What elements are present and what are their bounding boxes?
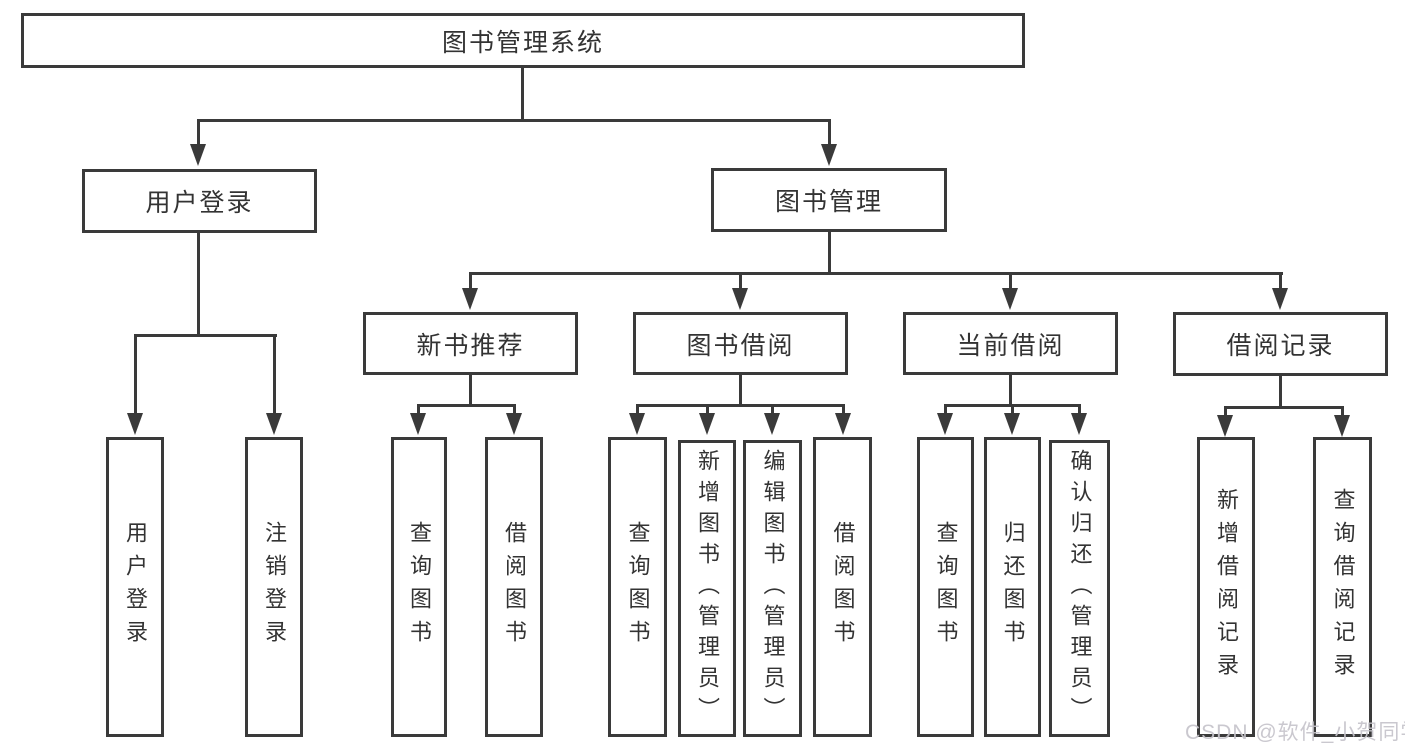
connector-line [1011,404,1014,415]
connector-line [1009,375,1012,407]
node-label: 新增图书（管理员） [695,449,720,728]
connector-line [1078,404,1081,415]
connector-line [469,272,1283,275]
node-label: 借阅记录 [1226,332,1335,360]
connector-line [469,375,472,407]
node-label: 确认归还（管理员） [1067,449,1093,728]
node-current-borrow: 当前借阅 [903,312,1118,375]
leaf-cb-return-books: 归还图书 [984,437,1041,737]
arrow-down-icon [410,413,426,435]
arrow-down-icon [629,413,645,435]
connector-line [828,119,831,146]
connector-line [134,334,137,413]
arrow-down-icon [462,288,478,310]
connector-line [828,232,831,275]
arrow-down-icon [1002,288,1018,310]
arrow-down-icon [1217,415,1233,437]
connector-line [1009,272,1012,290]
connector-line [273,334,276,413]
connector-line [739,375,742,407]
node-label: 借阅图书 [830,521,856,653]
connector-line [842,404,845,415]
leaf-bb-query-books: 查询图书 [608,437,667,737]
leaf-br-query-record: 查询借阅记录 [1313,437,1372,737]
arrow-down-icon [699,413,715,435]
node-label: 新增借阅记录 [1214,488,1239,686]
node-label: 新书推荐 [416,331,525,360]
node-label: 图书借阅 [686,331,795,360]
leaf-bb-add-books-admin: 新增图书（管理员） [678,440,736,737]
connector-line [944,404,947,415]
arrow-down-icon [1004,413,1020,435]
connector-line [417,404,516,407]
leaf-cb-confirm-return-admin: 确认归还（管理员） [1049,440,1110,737]
arrow-down-icon [821,144,837,166]
connector-line [197,119,200,146]
node-label: 查询图书 [625,521,651,653]
connector-line [469,272,472,290]
node-borrow-records: 借阅记录 [1173,312,1388,376]
node-label: 用户登录 [145,189,254,217]
node-book-management: 图书管理 [711,168,947,232]
node-label: 编辑图书（管理员） [760,449,786,728]
connector-line [636,404,639,415]
arrow-down-icon [1272,288,1288,310]
connector-line [1224,406,1344,409]
connector-line [739,272,742,290]
arrow-down-icon [937,413,953,435]
node-label: 图书管理系统 [441,28,604,57]
connector-line [771,404,774,415]
node-label: 图书管理 [774,188,883,216]
node-label: 归还图书 [1000,521,1026,653]
connector-line [417,404,420,415]
arrow-down-icon [1071,413,1087,435]
leaf-logout: 注销登录 [245,437,303,737]
node-label: 注销登录 [262,521,287,653]
node-user-login-group: 用户登录 [82,169,317,233]
node-label: 借阅图书 [502,521,527,653]
connector-line [706,404,709,415]
node-new-book-recommend: 新书推荐 [363,312,578,375]
connector-line [197,119,831,122]
connector-line [197,233,200,337]
leaf-cb-query-books: 查询图书 [917,437,974,737]
node-label: 查询图书 [407,521,432,653]
connector-line [636,404,845,407]
connector-line [521,68,524,122]
leaf-bb-edit-books-admin: 编辑图书（管理员） [743,440,802,737]
connector-line [513,404,516,415]
arrow-down-icon [266,413,282,435]
arrow-down-icon [835,413,851,435]
leaf-nbr-query-books: 查询图书 [391,437,447,737]
arrow-down-icon [127,413,143,435]
leaf-nbr-borrow-books: 借阅图书 [485,437,543,737]
connector-line [1279,272,1282,290]
node-root-system: 图书管理系统 [21,13,1025,68]
connector-line [1341,406,1344,417]
arrow-down-icon [1334,415,1350,437]
arrow-down-icon [506,413,522,435]
connector-line [1279,376,1282,409]
node-book-borrow: 图书借阅 [633,312,848,375]
node-label: 当前借阅 [956,331,1065,360]
leaf-bb-borrow-books: 借阅图书 [813,437,872,737]
node-label: 查询图书 [933,521,959,653]
node-label: 用户登录 [123,521,148,653]
leaf-user-login: 用户登录 [106,437,164,737]
node-label: 查询借阅记录 [1330,488,1356,686]
connector-line [1224,406,1227,417]
leaf-br-add-record: 新增借阅记录 [1197,437,1255,737]
arrow-down-icon [190,144,206,166]
arrow-down-icon [732,288,748,310]
arrow-down-icon [764,413,780,435]
csdn-watermark: CSDN @软件_小贺同学 [1185,721,1405,744]
connector-line [134,334,277,337]
